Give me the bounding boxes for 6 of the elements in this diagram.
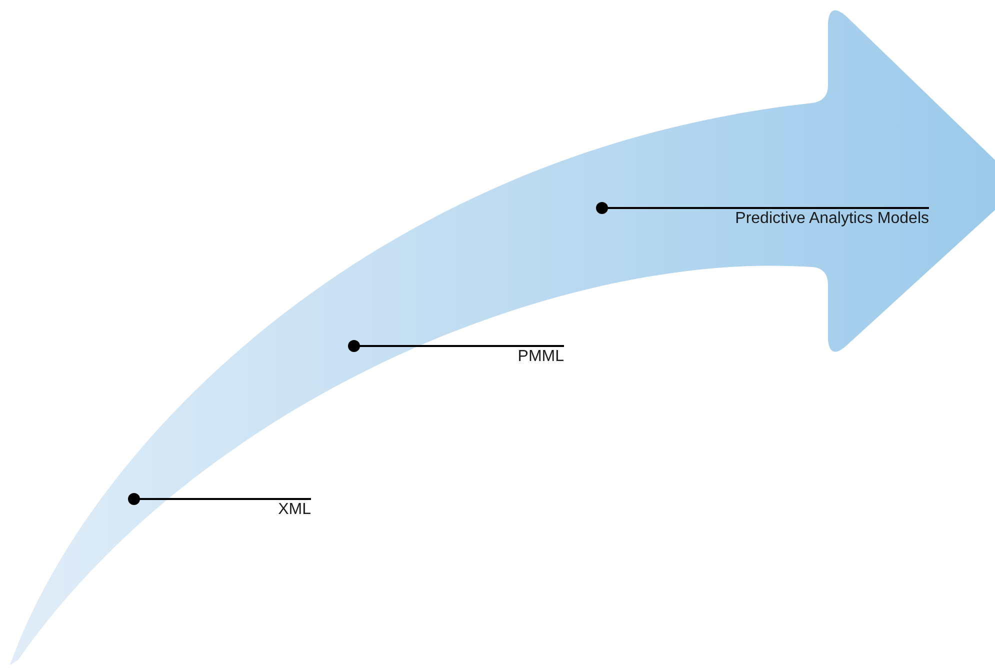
callout-label: XML [278, 501, 311, 519]
callout-label: Predictive Analytics Models [735, 210, 929, 228]
callout-label: PMML [518, 348, 564, 366]
leader-line [348, 340, 564, 352]
leader-line [128, 493, 311, 505]
leader-line [596, 202, 929, 214]
